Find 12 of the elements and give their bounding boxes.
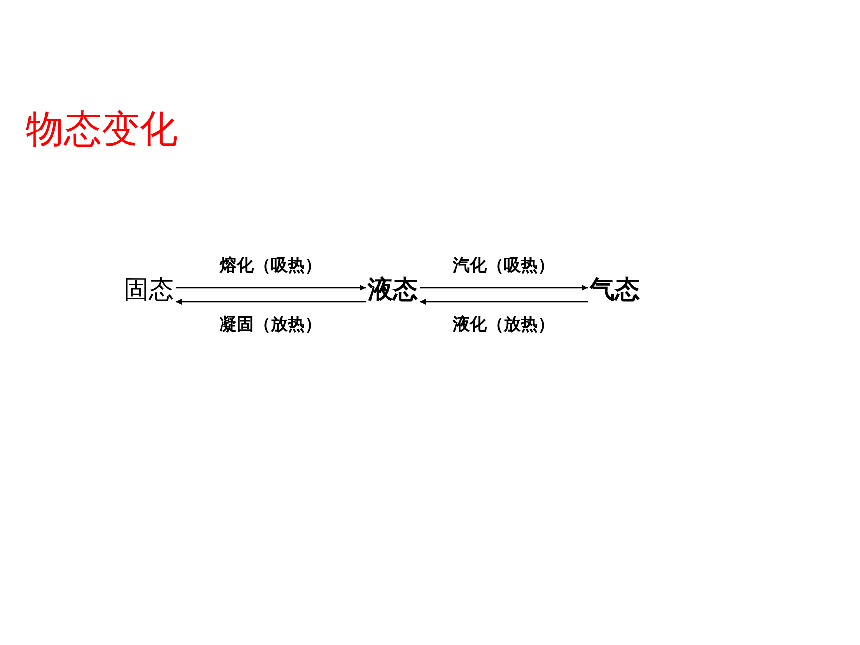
state-label: 气态 xyxy=(590,275,640,305)
title: 物态变化 xyxy=(26,106,178,152)
edge-label: 凝固（放热） xyxy=(220,315,322,335)
arrow xyxy=(420,285,588,291)
edge-label: 液化（放热） xyxy=(453,315,555,335)
arrow xyxy=(420,299,588,305)
state-label: 固态 xyxy=(124,275,174,305)
edge-label: 汽化（吸热） xyxy=(453,256,555,276)
edge-label: 熔化（吸热） xyxy=(220,256,322,276)
arrow xyxy=(176,285,366,291)
state-label: 液态 xyxy=(368,275,418,305)
arrow xyxy=(176,299,366,305)
